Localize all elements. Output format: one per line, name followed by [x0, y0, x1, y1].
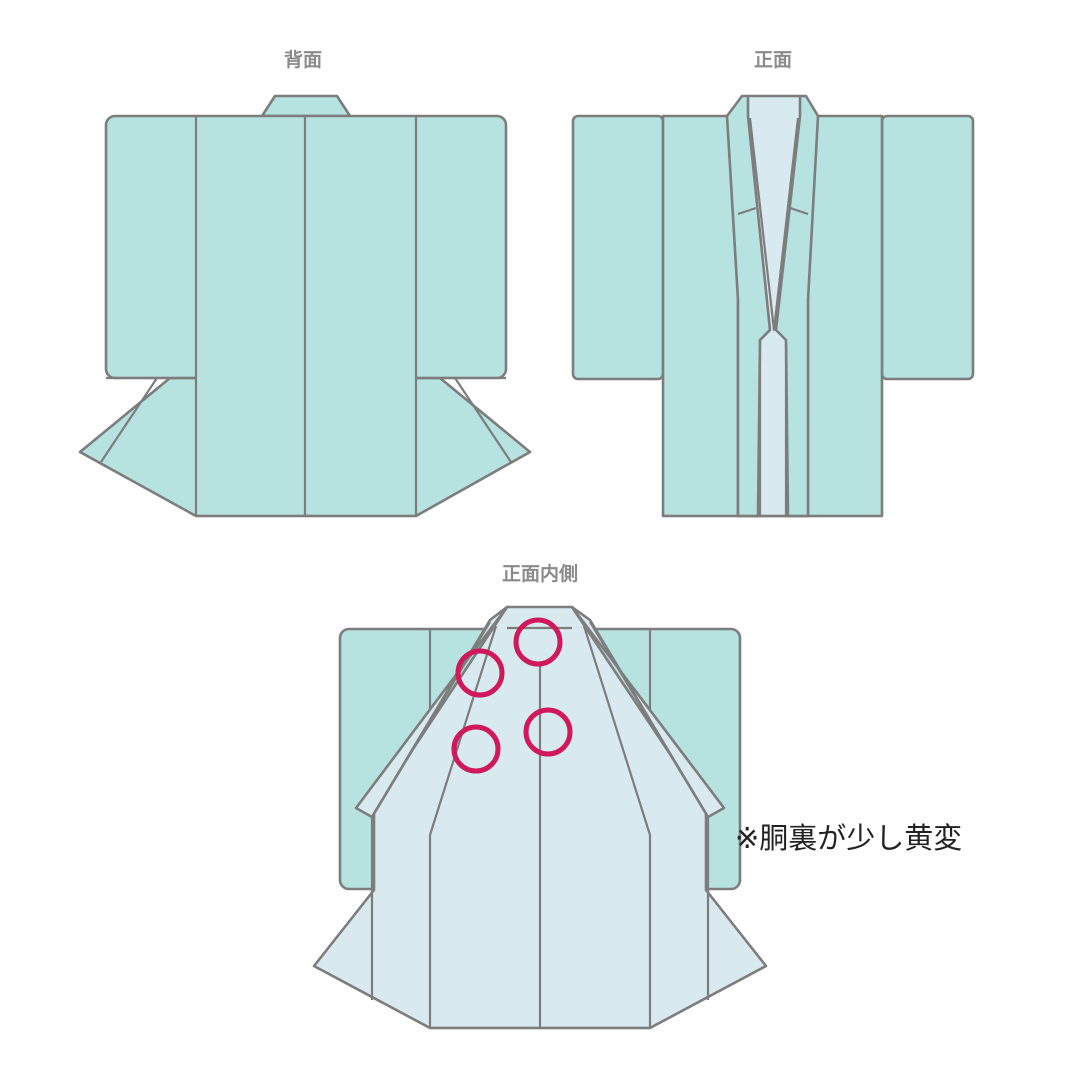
inside-seam-right	[582, 625, 652, 1028]
back-skirt-seam-left	[100, 377, 158, 463]
front-sleeve-right	[880, 114, 975, 381]
stain-marker-icon	[513, 617, 563, 667]
front-lining-v-edge	[748, 117, 800, 332]
front-lining-v	[750, 118, 798, 330]
stain-marker-icon	[451, 724, 501, 774]
back-skirt-seam-right	[454, 377, 512, 463]
inside-skirt-seam-left	[370, 621, 491, 1000]
stain-marker-icon	[523, 707, 573, 757]
back-view-label: 背面	[284, 48, 322, 71]
stain-marker-icon	[455, 648, 505, 698]
condition-note: ※胴裏が少し黄変	[735, 821, 962, 855]
front-view-label: 正面	[754, 49, 792, 71]
front-view: 正面	[571, 49, 975, 518]
back-view: 背面	[78, 48, 532, 518]
inside-skirt-seam-right	[589, 621, 710, 1000]
front-lapel-mark-left	[737, 206, 757, 216]
front-lapel-mark-right	[789, 206, 809, 216]
inside-view-label: 正面内側	[502, 562, 578, 585]
back-collar	[260, 94, 352, 118]
front-sleeve-left	[571, 114, 665, 381]
inside-view: 正面内側	[312, 562, 768, 1030]
